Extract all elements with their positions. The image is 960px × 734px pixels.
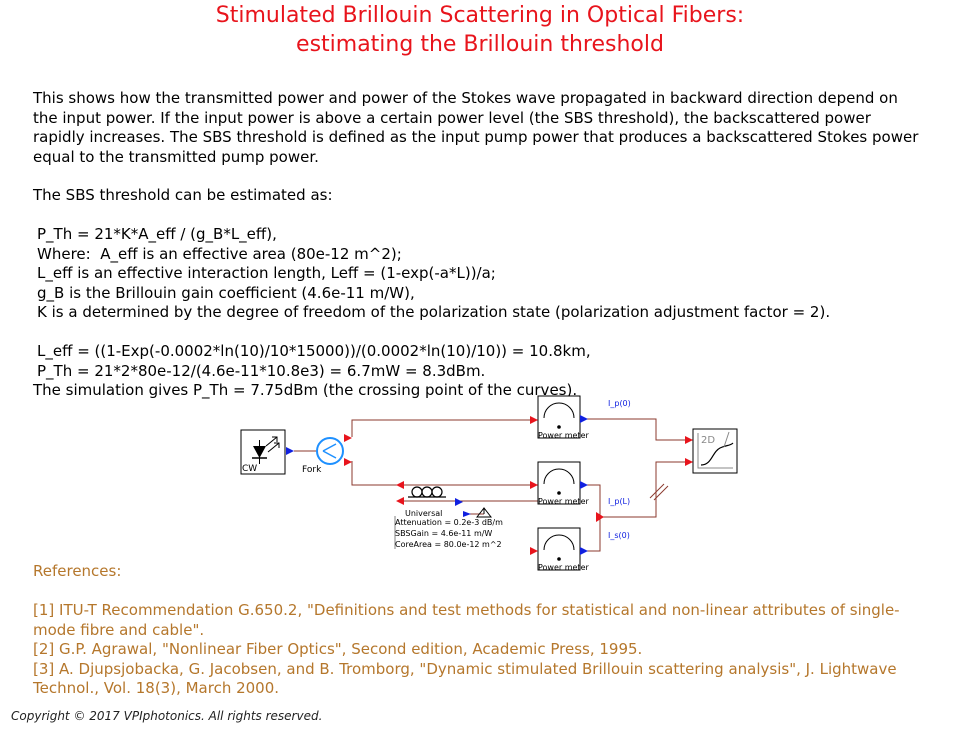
power-meter-2: Power meter I_p(L) [530,461,630,506]
wire-meter1-to-viewer [580,418,693,441]
terminator-icon [475,507,493,518]
title-line-1: Stimulated Brillouin Scattering in Optic… [215,3,745,28]
meter-dial-icon [543,468,575,485]
signal-viewer-2d: 2D [685,428,738,474]
meter1-label: Power meter [538,431,590,440]
plot-curve-icon [700,442,734,466]
title-line-2: estimating the Brillouin threshold [296,32,664,57]
fiber-param-sbs-gain: SBSGain = 4.6e-11 m/W [395,529,492,538]
equation-line-3: L_eff is an effective interaction length… [37,264,496,282]
wire-meter2-to-viewer [580,461,693,518]
wire-fork-to-meter1 [351,419,538,437]
fiber-param-core-area: CoreArea = 80.0e-12 m^2 [395,540,502,549]
fiber-title: Universal [405,509,442,518]
fork-label: Fork [302,465,322,475]
meter-dial-icon [543,402,575,419]
wires [351,418,693,552]
fork-icon [322,443,337,459]
copyright-notice: Copyright © 2017 VPIphotonics. All right… [11,709,323,723]
reference-2: [2] G.P. Agrawal, "Nonlinear Fiber Optic… [33,640,643,658]
equation-line-5: K is a determined by the degree of freed… [37,303,831,321]
equation-line-4: g_B is the Brillouin gain coefficient (4… [37,283,415,302]
out1-label: I_p(0) [608,399,631,408]
simulation-note: The simulation gives P_Th = 7.75dBm (the… [33,381,578,399]
references-section: References: [1] ITU-T Recommendation G.6… [33,562,938,699]
plot-axes-icon [697,433,733,469]
equation-line-2: Where: A_eff is an effective area (80e-1… [37,244,402,263]
equation-line-7: P_Th = 21*2*80e-12/(4.6e-11*10.8e3) = 6.… [37,361,486,380]
out2-label: I_p(L) [608,497,630,506]
wire-fork-to-fiber-backward [351,461,538,486]
wire-meter3-branch [580,517,601,552]
meter-dial-icon [543,534,575,551]
threshold-intro: The SBS threshold can be estimated as: [33,186,333,204]
fiber-param-attenuation: Attenuation = 0.2e-3 dB/m [395,518,503,527]
cw-laser-source: CW [240,429,286,475]
cw-label: CW [242,464,257,474]
out3-label: I_s(0) [608,531,630,540]
cw-output-port [286,447,294,455]
fiber-module: Universal Attenuation = 0.2e-3 dB/m SBSG… [394,481,503,549]
equation-line-6: L_eff = ((1-Exp(-0.0002*ln(10)/10*15000)… [37,342,591,360]
meter2-label: Power meter [538,497,590,506]
description-paragraph: This shows how the transmitted power and… [33,89,919,166]
power-meter-1: Power meter I_p(0) [530,395,631,440]
equation-line-1: P_Th = 21*K*A_eff / (g_B*L_eff), [37,225,277,243]
laser-diode-icon [253,446,266,458]
reference-3: [3] A. Djupsjobacka, G. Jacobsen, and B.… [33,659,897,698]
viewer-label: 2D [701,435,715,446]
fiber-coil-icon [408,486,446,498]
reference-1: [1] ITU-T Recommendation G.650.2, "Defin… [33,601,900,639]
references-heading: References: [33,562,122,580]
page-title: Stimulated Brillouin Scattering in Optic… [0,1,960,59]
fork-module: Fork [294,434,352,475]
